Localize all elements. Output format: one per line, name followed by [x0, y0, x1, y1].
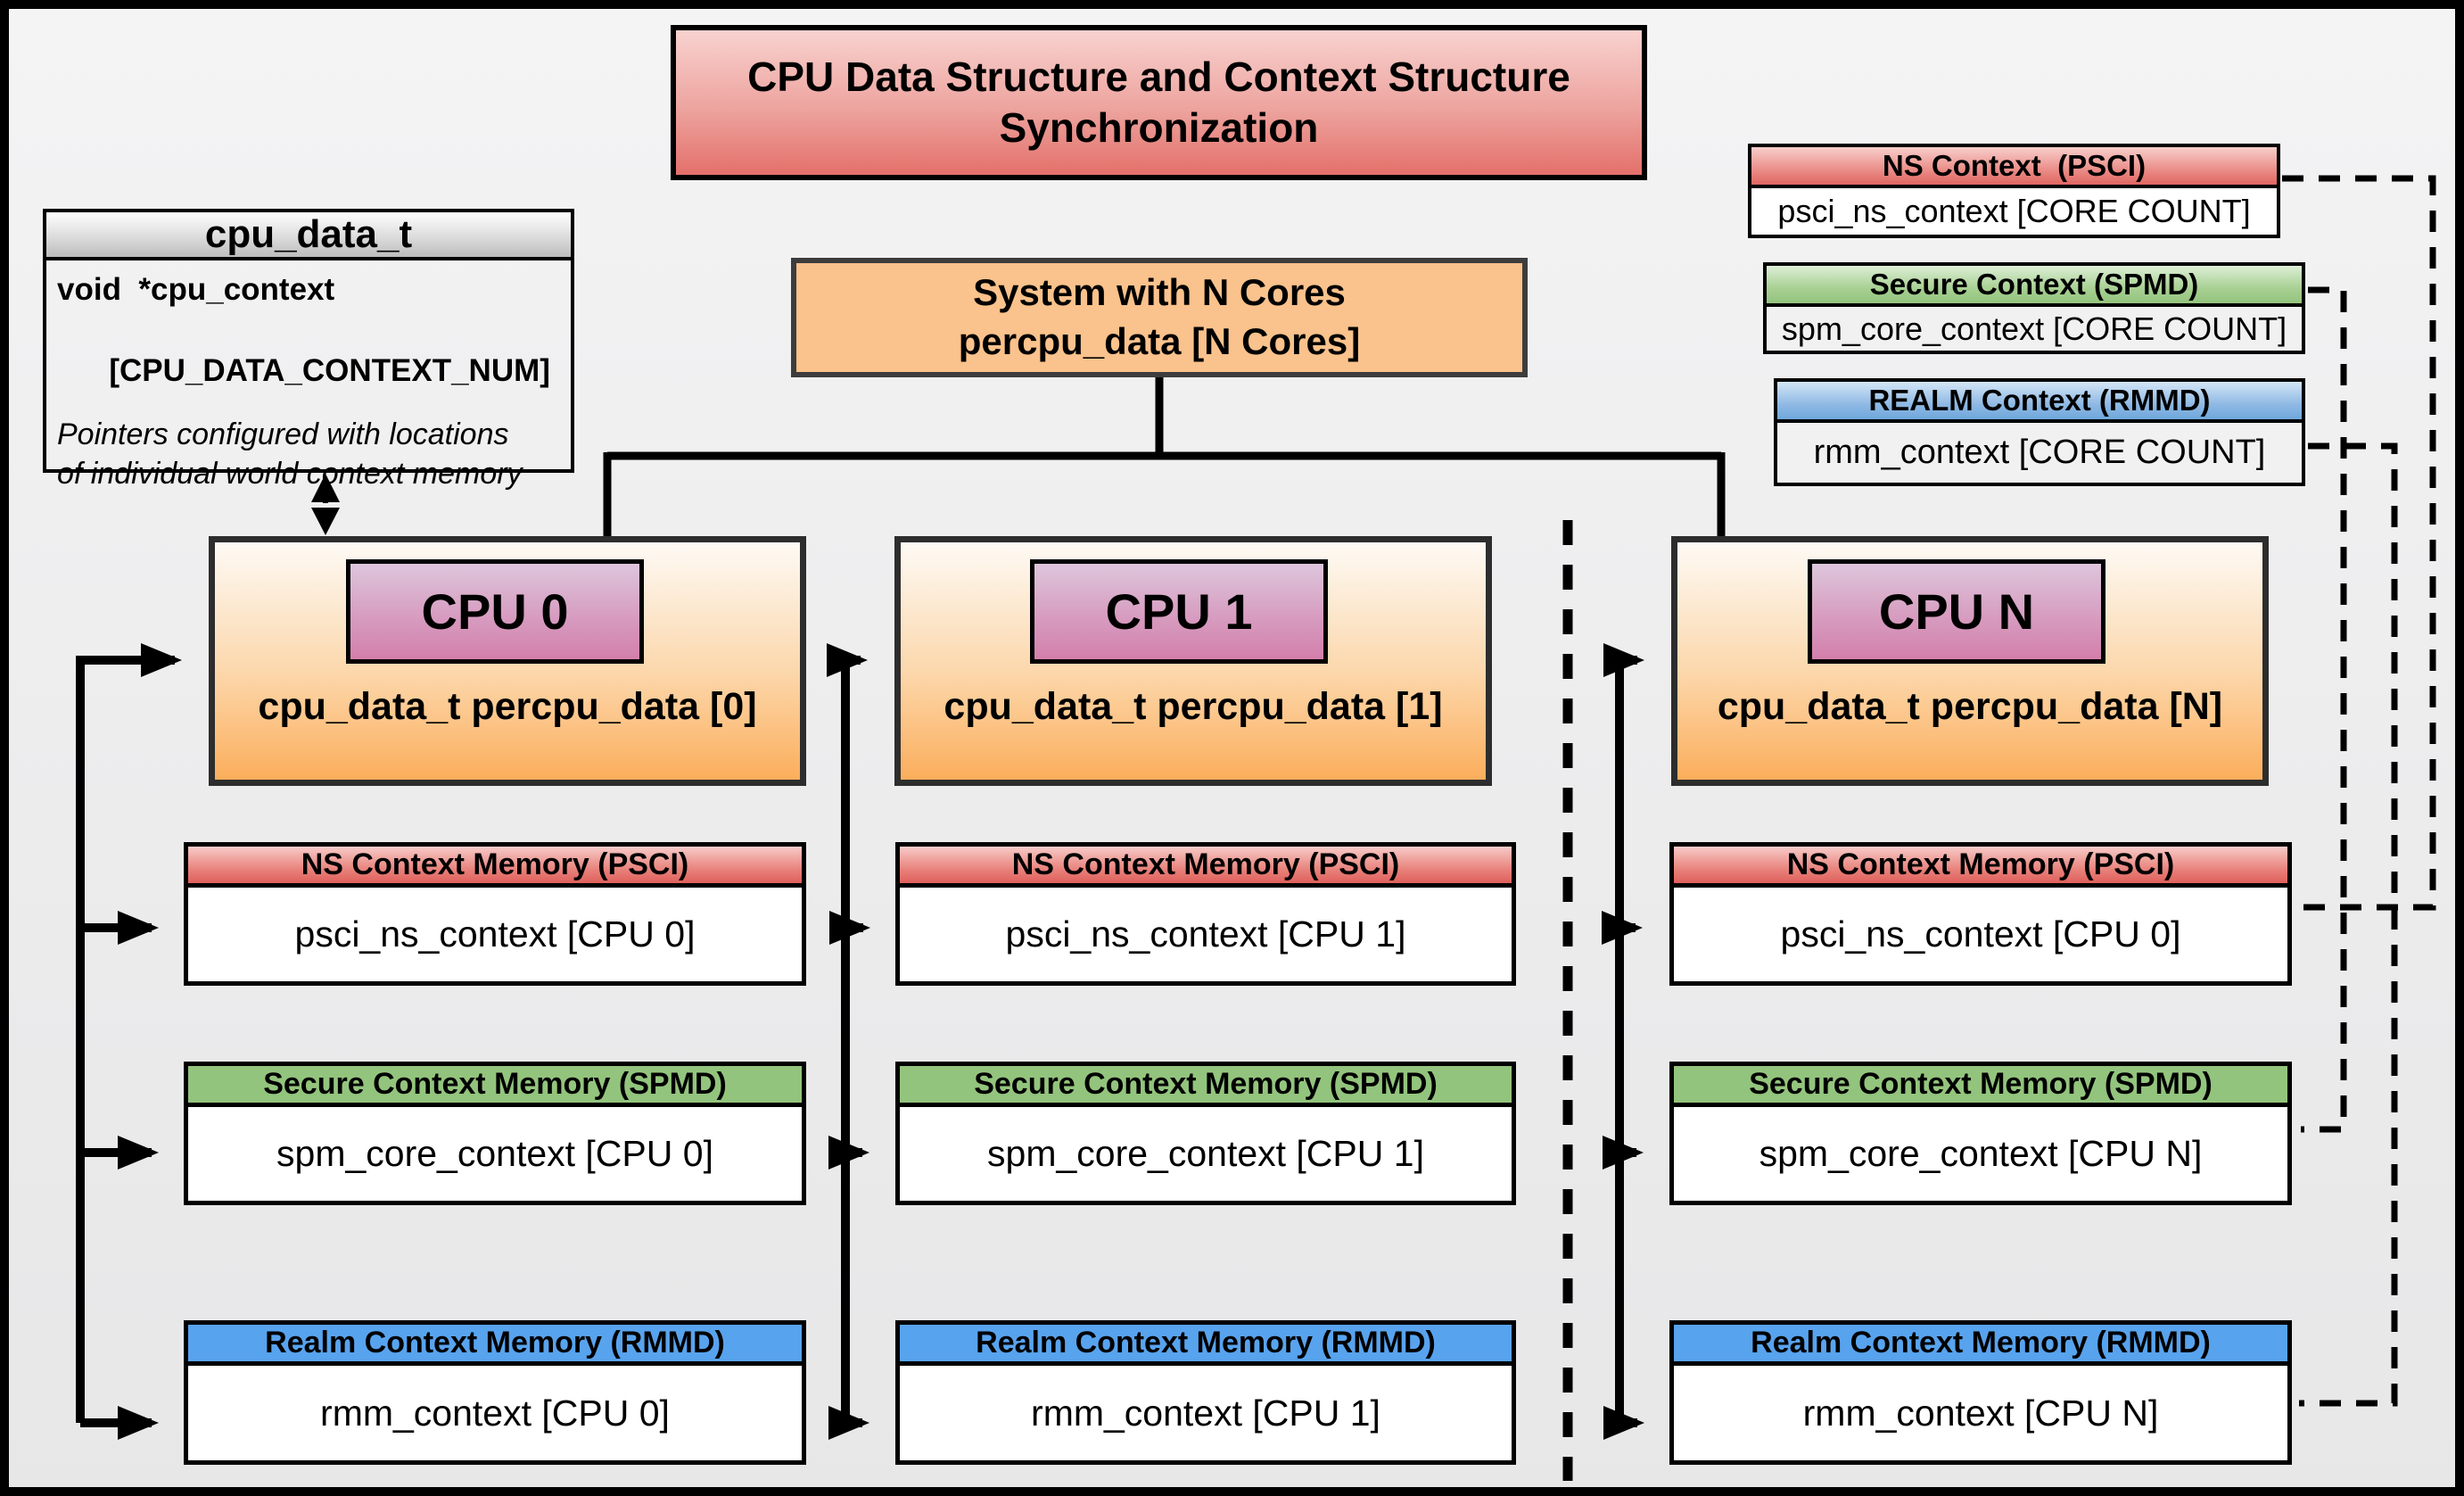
- cpu1-ns-context-header: NS Context Memory (PSCI): [900, 847, 1512, 888]
- cpu0-realm-context-box: Realm Context Memory (RMMD) rmm_context …: [184, 1320, 806, 1465]
- diagram-title: CPU Data Structure and Context Structure…: [671, 25, 1647, 180]
- cpun-ns-context-header: NS Context Memory (PSCI): [1674, 847, 2287, 888]
- cpu1-data-text: cpu_data_t percpu_data [1]: [944, 685, 1443, 728]
- cpu1-secure-context-header: Secure Context Memory (SPMD): [900, 1066, 1512, 1107]
- cpu1-realm-context-body: rmm_context [CPU 1]: [900, 1366, 1512, 1460]
- cpu0-label: CPU 0: [346, 559, 644, 664]
- legend-secure-dashed-link: [2301, 286, 2347, 1133]
- cpu0-secure-context-body: spm_core_context [CPU 0]: [188, 1107, 802, 1201]
- legend-secure-box: Secure Context (SPMD) spm_core_context […: [1763, 262, 2305, 354]
- cpu0-ns-context-header: NS Context Memory (PSCI): [188, 847, 802, 888]
- cpun-realm-context-box: Realm Context Memory (RMMD) rmm_context …: [1669, 1320, 2292, 1465]
- legend-ns-header: NS Context (PSCI): [1751, 147, 2277, 188]
- legend-realm-header: REALM Context (RMMD): [1777, 382, 2302, 423]
- cpu1-ns-context-box: NS Context Memory (PSCI) psci_ns_context…: [895, 842, 1516, 986]
- cpun-secure-context-header: Secure Context Memory (SPMD): [1674, 1066, 2287, 1107]
- cpun-pointer-trunk: [1602, 643, 1645, 1441]
- legend-realm-box: REALM Context (RMMD) rmm_context [CORE C…: [1774, 378, 2305, 486]
- legend-realm-dashed-link: [2299, 442, 2398, 1407]
- system-box-line2: percpu_data [N Cores]: [958, 320, 1361, 362]
- cpu1-ns-context-body: psci_ns_context [CPU 1]: [900, 888, 1512, 981]
- cpun-secure-context-box: Secure Context Memory (SPMD) spm_core_co…: [1669, 1062, 2292, 1205]
- cpu0-secure-context-header: Secure Context Memory (SPMD): [188, 1066, 802, 1107]
- diagram-title-line1: CPU Data Structure and Context Structure: [747, 53, 1570, 100]
- system-box-line1: System with N Cores: [973, 271, 1346, 314]
- system-branch-lines: [603, 377, 1726, 536]
- cpu0-realm-context-body: rmm_context [CPU 0]: [188, 1366, 802, 1460]
- cpu1-secure-context-box: Secure Context Memory (SPMD) spm_core_co…: [895, 1062, 1516, 1205]
- legend-ns-box: NS Context (PSCI) psci_ns_context [CORE …: [1748, 144, 2280, 238]
- cpun-label: CPU N: [1808, 559, 2106, 664]
- legend-secure-header: Secure Context (SPMD): [1767, 266, 2302, 307]
- cpu0-secure-context-box: Secure Context Memory (SPMD) spm_core_co…: [184, 1062, 806, 1205]
- cpun-data-text: cpu_data_t percpu_data [N]: [1717, 685, 2223, 728]
- cpu-data-struct-note: Pointers configured with locations of in…: [57, 417, 523, 492]
- legend-secure-body: spm_core_context [CORE COUNT]: [1767, 307, 2302, 351]
- cpu0-pointer-trunk: [76, 643, 183, 1441]
- cpu1-realm-context-header: Realm Context Memory (RMMD): [900, 1325, 1512, 1366]
- cpu0-ns-context-body: psci_ns_context [CPU 0]: [188, 888, 802, 981]
- cpu0-data-text: cpu_data_t percpu_data [0]: [258, 685, 757, 728]
- cpu-data-struct-box: cpu_data_t void *cpu_context [CPU_DATA_C…: [43, 209, 574, 491]
- cpu-data-link-arrow: [311, 474, 340, 535]
- cpu1-label: CPU 1: [1030, 559, 1328, 664]
- legend-realm-body: rmm_context [CORE COUNT]: [1777, 423, 2302, 483]
- cpu0-realm-context-header: Realm Context Memory (RMMD): [188, 1325, 802, 1366]
- cpun-realm-context-body: rmm_context [CPU N]: [1674, 1366, 2287, 1460]
- system-box: System with N Cores percpu_data [N Cores…: [791, 258, 1528, 377]
- cpu0-ns-context-box: NS Context Memory (PSCI) psci_ns_context…: [184, 842, 806, 986]
- cpu1-secure-context-body: spm_core_context [CPU 1]: [900, 1107, 1512, 1201]
- cpu-data-struct-header: cpu_data_t: [46, 212, 571, 260]
- cpun-realm-context-header: Realm Context Memory (RMMD): [1674, 1325, 2287, 1366]
- cpu1-realm-context-box: Realm Context Memory (RMMD) rmm_context …: [895, 1320, 1516, 1465]
- cpun-secure-context-body: spm_core_context [CPU N]: [1674, 1107, 2287, 1201]
- legend-ns-dashed-link: [2282, 175, 2436, 911]
- cpu-data-struct-field: void *cpu_context [CPU_DATA_CONTEXT_NUM]: [57, 272, 550, 388]
- cpun-ns-context-box: NS Context Memory (PSCI) psci_ns_context…: [1669, 842, 2292, 986]
- diagram-title-line2: Synchronization: [999, 104, 1319, 151]
- cpu1-pointer-trunk: [827, 643, 871, 1441]
- legend-ns-body: psci_ns_context [CORE COUNT]: [1751, 188, 2277, 235]
- cpun-ns-context-body: psci_ns_context [CPU 0]: [1674, 888, 2287, 981]
